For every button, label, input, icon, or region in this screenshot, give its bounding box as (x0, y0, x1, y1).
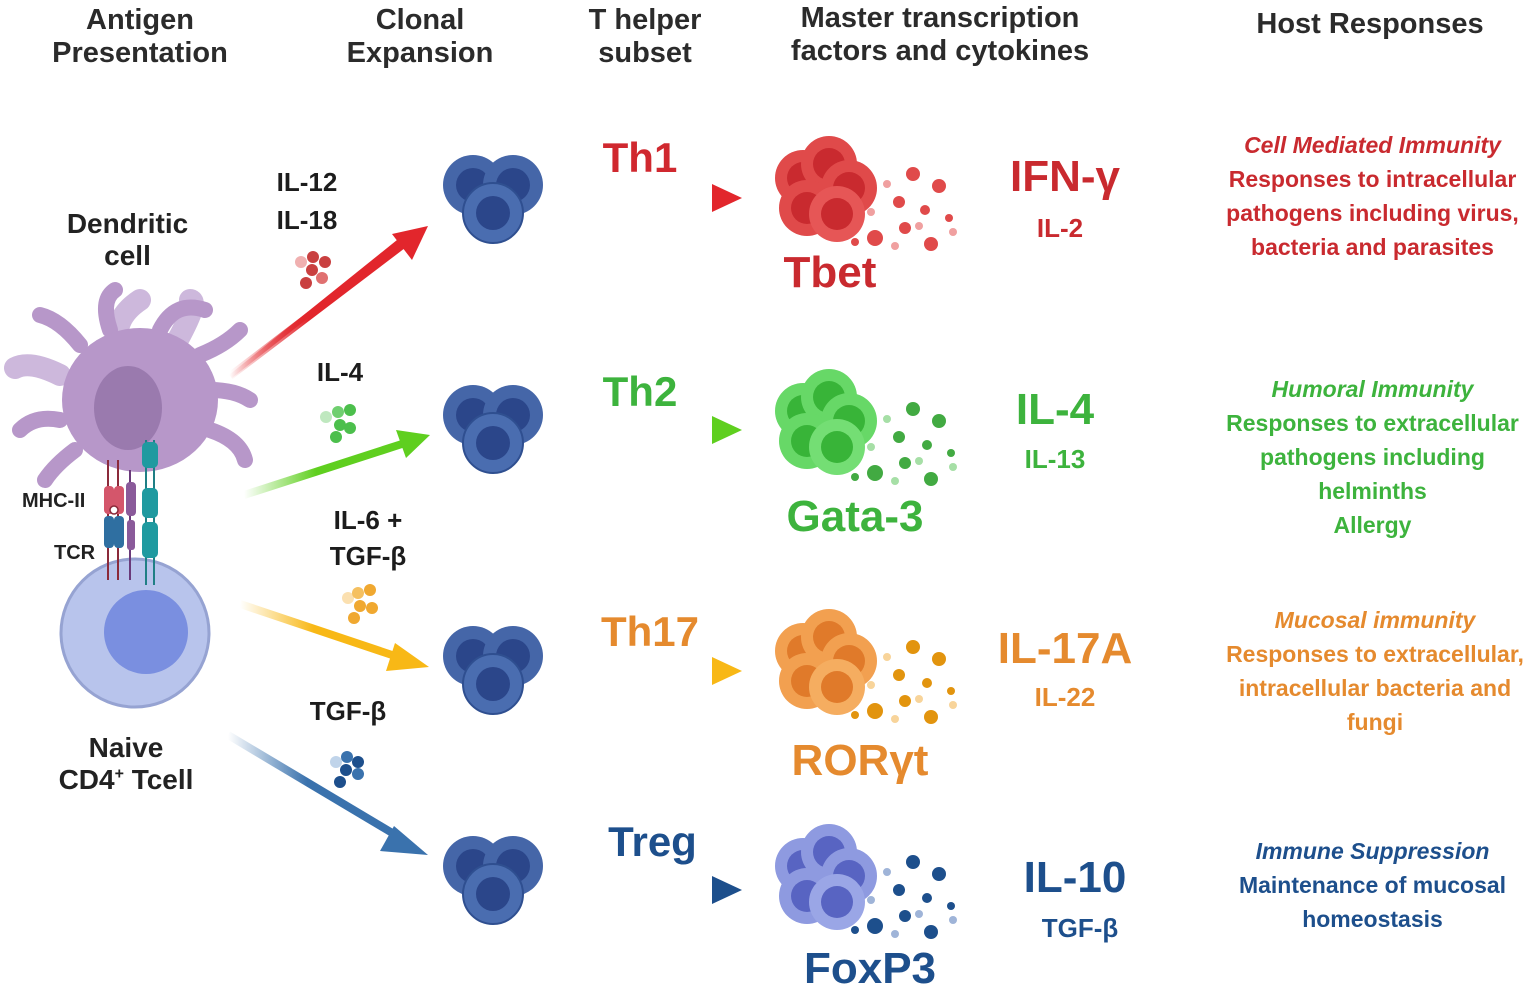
dendritic-label-line2: cell (104, 240, 151, 272)
th17-input-cytokine-1: IL-6 + (333, 505, 403, 535)
th17-response-title: Mucosal immunity (1274, 607, 1476, 633)
il4-dots-icon (320, 404, 356, 443)
th1-subset-arrow (572, 184, 742, 212)
th1-clonal-cluster-icon (443, 155, 543, 244)
treg-input-cytokine-1: TGF-β (309, 696, 387, 726)
th2-response-title: Humoral Immunity (1271, 376, 1474, 402)
header-antigen-line1: Antigen (86, 4, 194, 36)
naive-label-line2: CD4+ Tcell (36, 764, 216, 796)
th1-input-cytokines: IL-12 IL-18 (262, 163, 352, 239)
header-master-transcription: Master transcription factors and cytokin… (760, 2, 1120, 69)
th1-response-line: bacteria and parasites (1251, 234, 1494, 260)
th17-effector-cluster-icon (775, 609, 957, 724)
rorgt-factor-label: RORγt (791, 736, 929, 785)
th17-pathway-arrow (238, 600, 429, 671)
th1-input-cytokine-1: IL-12 (276, 167, 338, 197)
treg-response-line: Maintenance of mucosal (1238, 872, 1507, 898)
dendritic-cell-icon (4, 282, 258, 488)
th17-subset-label: Th17 (600, 608, 700, 655)
treg-response-line: homeostasis (1302, 906, 1443, 932)
th17-host-response: Mucosal immunity Responses to extracellu… (1210, 603, 1540, 739)
th1-response-title: Cell Mediated Immunity (1244, 132, 1501, 158)
tcr-label: TCR (54, 542, 96, 564)
th2-response-line: helminths (1318, 478, 1427, 504)
header-host-responses: Host Responses (1256, 8, 1484, 40)
naive-cd4-text: CD4 (58, 764, 115, 796)
tgfb-dots-icon (330, 751, 364, 788)
th17-input-cytokine-2: TGF-β (329, 541, 407, 571)
th1-input-cytokine-2: IL-18 (276, 205, 338, 235)
th17-response-line: intracellular bacteria and (1238, 675, 1512, 701)
th1-effector-cluster-icon (775, 136, 957, 251)
header-antigen-presentation: Antigen Presentation (40, 4, 240, 71)
dendritic-label-line1: Dendritic (66, 208, 189, 239)
th1-response-line: pathogens including virus, (1226, 200, 1519, 226)
th17-input-cytokines: IL-6 + TGF-β (318, 502, 418, 574)
foxp3-factor-label: FoxP3 (803, 944, 937, 993)
th2-pathway-arrow (242, 430, 430, 499)
th1-subset-label: Th1 (602, 134, 678, 181)
header-clonal-expansion: Clonal Expansion (320, 4, 520, 71)
th17-clonal-cluster-icon (443, 626, 543, 715)
th1-response-line: Responses to intracellular (1228, 166, 1517, 192)
naive-label-line1: Naive (88, 732, 164, 763)
th1-pathway-arrow (227, 226, 428, 380)
mhc-tcr-receptor-icon (104, 440, 158, 585)
header-helper-line1: T helper (588, 4, 702, 36)
treg-response-title: Immune Suppression (1255, 838, 1490, 864)
il10-label: IL-10 (1023, 853, 1127, 902)
header-master-line1: Master transcription (800, 2, 1080, 34)
treg-host-response: Immune Suppression Maintenance of mucosa… (1205, 834, 1540, 936)
mhc-ii-label: MHC-II (22, 490, 86, 512)
dendritic-cell-label: Dendritic cell (40, 208, 215, 272)
header-master-line2: factors and cytokines (790, 35, 1090, 68)
il4-output-label: IL-4 (1015, 385, 1095, 434)
th2-subset-label: Th2 (602, 368, 678, 415)
tbet-factor-label: Tbet (783, 248, 877, 297)
th17-response-line: Responses to extracellular, (1226, 641, 1524, 667)
th2-response-line: Responses to extracellular (1226, 410, 1519, 436)
treg-effector-cluster-icon (775, 824, 957, 939)
th2-host-response: Humoral Immunity Responses to extracellu… (1205, 372, 1540, 542)
th2-response-line: Allergy (1333, 512, 1412, 538)
th2-clonal-cluster-icon (443, 385, 543, 474)
naive-tcell-text: Tcell (123, 764, 194, 796)
il12-il18-dots-icon (295, 251, 331, 289)
il22-label: IL-22 (1034, 682, 1096, 712)
ifn-gamma-label: IFN-γ (1010, 152, 1120, 201)
treg-input-cytokines: TGF-β (300, 696, 396, 727)
header-clonal-line1: Clonal (375, 4, 465, 36)
naive-t-cell-icon (59, 557, 211, 709)
il13-label: IL-13 (1024, 444, 1086, 474)
treg-pathway-arrow (225, 731, 428, 855)
th2-input-cytokine-1: IL-4 (316, 357, 364, 387)
header-clonal-line2: Expansion (346, 37, 494, 70)
treg-clonal-cluster-icon (443, 836, 543, 925)
il2-label: IL-2 (1036, 213, 1084, 243)
naive-superscript: + (114, 765, 124, 783)
il17a-label: IL-17A (997, 624, 1133, 673)
header-t-helper-subset: T helper subset (545, 4, 745, 71)
il6-tgfb-dots-icon (342, 584, 378, 624)
treg-subset-label: Treg (608, 818, 697, 865)
th2-response-line: pathogens including (1260, 444, 1485, 470)
th2-subset-arrow (572, 416, 742, 444)
th1-host-response: Cell Mediated Immunity Responses to intr… (1205, 128, 1540, 264)
th2-effector-cluster-icon (775, 369, 957, 486)
header-antigen-line2: Presentation (52, 37, 228, 70)
treg-subset-arrow (572, 876, 742, 904)
gata3-factor-label: Gata-3 (786, 492, 924, 541)
header-helper-line2: subset (598, 37, 692, 70)
naive-cd4-tcell-label: Naive CD4+ Tcell (36, 732, 216, 796)
th17-response-line: fungi (1346, 709, 1404, 735)
th2-input-cytokines: IL-4 (305, 357, 375, 388)
th17-subset-arrow (572, 657, 742, 685)
tgfb-output-label: TGF-β (1041, 913, 1119, 943)
